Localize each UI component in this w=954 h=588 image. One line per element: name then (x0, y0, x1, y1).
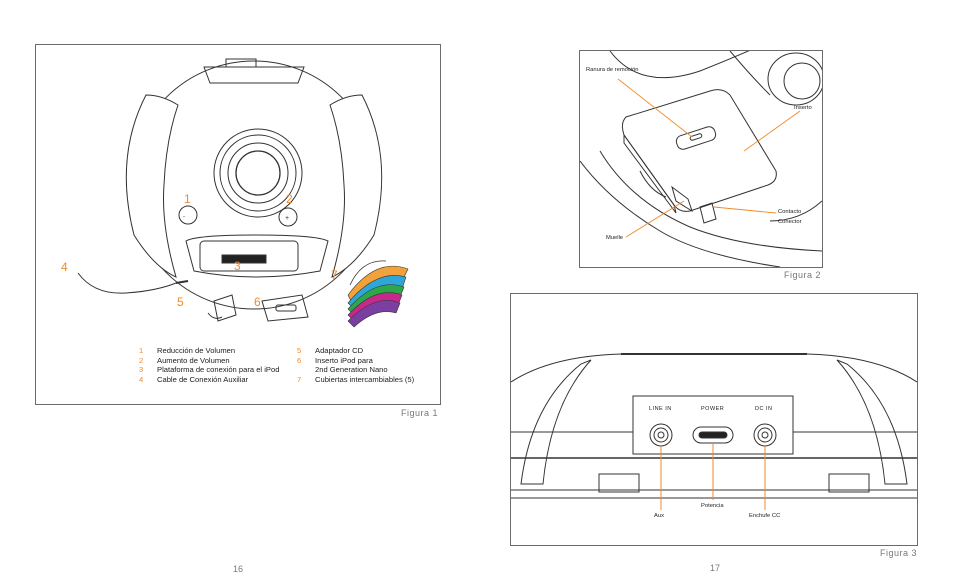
callout-3: 3 (234, 259, 241, 273)
callout-5: 5 (177, 295, 184, 309)
figure-3-caption: Figura 3 (880, 548, 918, 558)
panel-label-dc-in: DC IN (755, 406, 773, 412)
label-inserto: Inserto (794, 105, 812, 111)
speaker-top-view-drawing: - + (77, 58, 409, 328)
label-ranura: Ranura de remoción (586, 67, 639, 73)
label-enchufe-cc: Enchufe CC (749, 513, 781, 519)
page-number-right: 17 (710, 563, 721, 573)
dock-insert-drawing (580, 51, 822, 267)
callout-7: 7 (331, 268, 338, 282)
callout-1: 1 (184, 192, 191, 206)
callout-2: 2 (286, 192, 293, 206)
callout-4: 4 (61, 260, 68, 274)
panel-label-line-in: LINE IN (649, 406, 672, 412)
panel-label-power: POWER (701, 406, 725, 412)
label-potencia: Potencia (701, 503, 724, 509)
figure-3-frame: LINE IN POWER DC IN Aux Potencia Enchufe… (510, 293, 918, 546)
label-conector: Conector (778, 219, 802, 225)
figure-1-frame: - + 1 2 3 4 5 6 7 (35, 44, 441, 405)
label-muelle: Muelle (606, 235, 624, 241)
legend-item: 2nd Generation Nano (315, 365, 388, 375)
label-aux: Aux (654, 513, 664, 519)
svg-text:-: - (183, 214, 185, 220)
figure-1-caption: Figura 1 (401, 408, 439, 418)
page-number-left: 16 (233, 564, 244, 574)
callout-6: 6 (254, 295, 261, 309)
rear-panel-drawing (511, 353, 917, 510)
label-contacto: Contacto (778, 209, 802, 215)
figure-2-frame: Ranura de remoción Inserto Muelle Contac… (579, 50, 823, 268)
figure-2-caption: Figura 2 (784, 270, 822, 280)
svg-text:+: + (285, 215, 289, 222)
